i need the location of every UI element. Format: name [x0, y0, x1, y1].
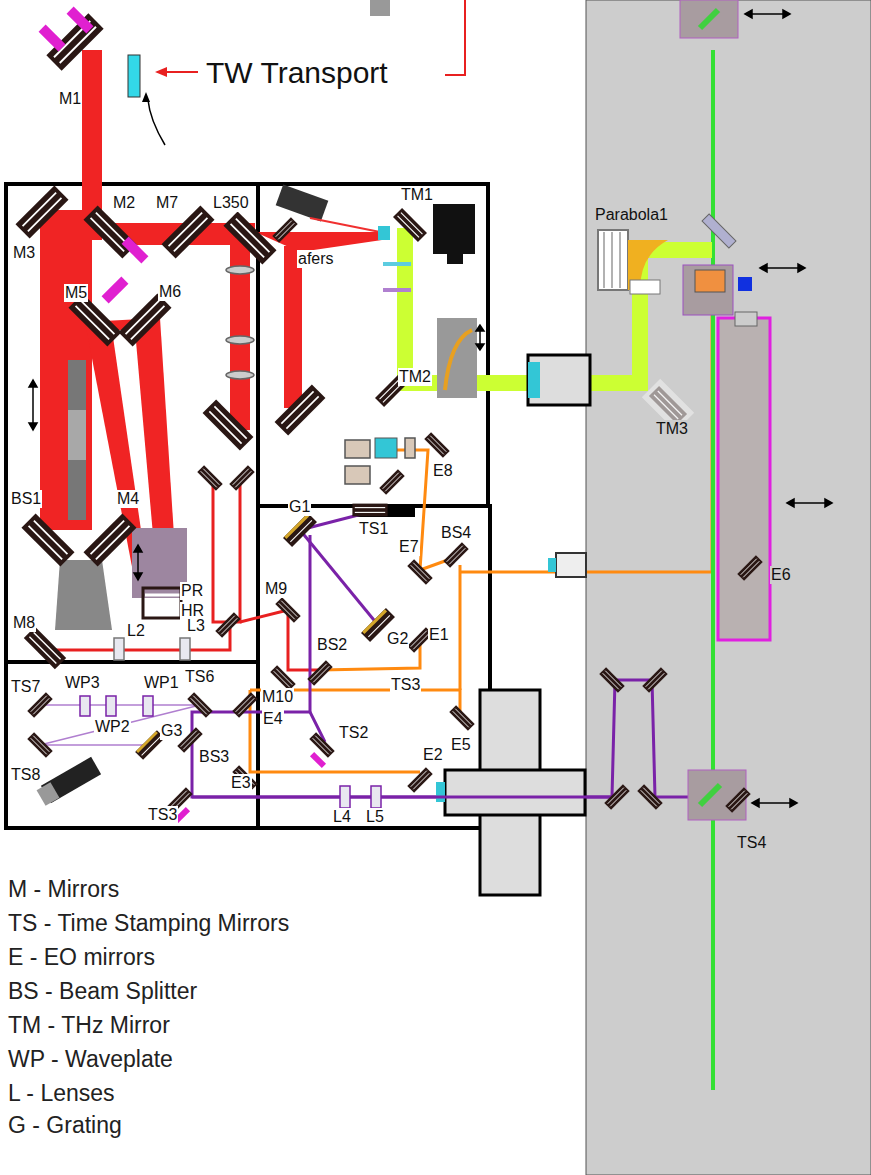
component-label: G3 [160, 722, 183, 740]
legend-entry: BS - Beam Splitter [8, 978, 197, 1004]
component-label: TM2 [398, 368, 432, 386]
component-label: TS3 [390, 676, 421, 694]
legend-entry: E - EO mirrors [8, 944, 155, 970]
component-label: E6 [770, 566, 792, 584]
component-label: M9 [264, 580, 288, 598]
component-label: TS3 [147, 806, 178, 824]
legend-entry: M - Mirrors [8, 876, 119, 902]
component-label: E5 [450, 736, 472, 754]
legend-entry: G - Grating [8, 1112, 122, 1138]
component-label: PR [180, 582, 204, 600]
component-label: L3 [186, 617, 206, 635]
component-label: G1 [288, 498, 311, 516]
annotation-text: TW Transport [205, 56, 389, 90]
legend-entry: TM - THz Mirror [8, 1012, 170, 1038]
component-label: E4 [262, 710, 284, 728]
component-label: BS4 [440, 524, 472, 542]
component-label: M7 [155, 194, 179, 212]
component-label: L4 [332, 808, 352, 826]
component-label: M1 [58, 90, 82, 108]
component-label: TS2 [338, 724, 369, 742]
component-label: TS8 [10, 766, 41, 784]
component-label: E1 [428, 626, 450, 644]
component-label: TS6 [184, 668, 215, 686]
component-label: Parabola1 [594, 206, 669, 224]
component-label: E8 [432, 462, 454, 480]
legend-entry: WP - Waveplate [8, 1046, 173, 1072]
component-label: L5 [365, 808, 385, 826]
component-label: E2 [422, 746, 444, 764]
component-label: WP3 [64, 674, 101, 692]
component-label: M5 [64, 284, 88, 302]
component-label: TM1 [400, 186, 434, 204]
component-label: BS2 [316, 636, 348, 654]
component-label: TS4 [736, 834, 767, 852]
component-label: M8 [12, 614, 36, 632]
component-label: G2 [386, 630, 409, 648]
component-label: L350 [212, 194, 250, 212]
component-label: afers [297, 250, 335, 268]
component-label: M2 [112, 194, 136, 212]
component-label: M6 [158, 283, 182, 301]
component-label: TS1 [358, 520, 389, 538]
component-label: BS1 [10, 490, 42, 508]
component-label: M4 [116, 490, 140, 508]
component-label: BS3 [198, 748, 230, 766]
component-label: WP1 [143, 674, 180, 692]
legend-entry: TS - Time Stamping Mirrors [8, 910, 289, 936]
legend-entry: L - Lenses [8, 1080, 115, 1106]
component-label: M10 [261, 688, 294, 706]
component-label: E7 [398, 538, 420, 556]
component-label: TM3 [655, 420, 689, 438]
component-label: WP2 [94, 718, 131, 736]
component-label: E3 [230, 774, 252, 792]
component-label: M3 [12, 244, 36, 262]
component-label: TS7 [10, 678, 41, 696]
component-label: L2 [126, 622, 146, 640]
